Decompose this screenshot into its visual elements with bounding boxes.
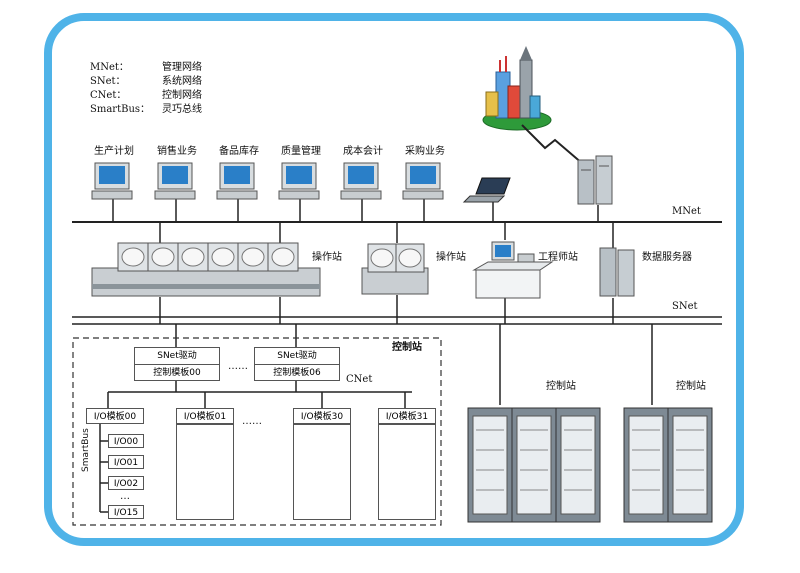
io-slot-01: I/O01 (108, 455, 144, 469)
terminal-label: 备品库存 (219, 146, 259, 157)
io-module-30-body (293, 424, 351, 520)
terminal-label: 质量管理 (281, 146, 321, 157)
operator-station-label-2: 操作站 (436, 252, 466, 263)
cnet-label: CNet (346, 374, 373, 385)
control-module-06: SNet驱动 控制模板06 (254, 347, 340, 381)
legend-value: 系统网络 (162, 76, 202, 87)
engineer-station-label: 工程师站 (538, 252, 578, 263)
io-module-00: I/O模板00 (86, 408, 144, 424)
io-module-30: I/O模板30 (293, 408, 351, 424)
control-station-boundary (72, 337, 442, 526)
laptop-icon (462, 177, 511, 203)
module-line: 控制模板06 (255, 364, 339, 381)
legend-key: MNet： (90, 62, 129, 73)
io-module-31-body (378, 424, 436, 520)
terminal-label: 销售业务 (157, 146, 197, 157)
legend-key: SNet： (90, 76, 126, 87)
terminal-label: 成本会计 (343, 146, 383, 157)
legend-cnet: CNet： 控制网络 (90, 86, 202, 101)
terminal-label: 采购业务 (405, 146, 445, 157)
cabinet-label-1: 控制站 (546, 381, 576, 392)
legend-key: CNet： (90, 90, 127, 101)
data-server-label: 数据服务器 (642, 252, 692, 263)
data-server-icon (599, 247, 635, 297)
driver-line: SNet驱动 (277, 351, 317, 361)
module-line: 控制模板00 (135, 364, 219, 381)
module-ellipsis: …… (228, 361, 248, 372)
wan-link-icon (521, 124, 591, 171)
operator-station-label-1: 操作站 (312, 252, 342, 263)
legend-snet: SNet： 系统网络 (90, 72, 202, 87)
io-module-01-body (176, 424, 234, 520)
legend-value: 控制网络 (162, 90, 202, 101)
terminal-label: 生产计划 (94, 146, 134, 157)
operator-console-small-icon (361, 243, 429, 295)
mnet-label: MNet (672, 206, 701, 217)
cabinet-label-2: 控制站 (676, 381, 706, 392)
legend-key: SmartBus： (90, 104, 151, 115)
control-station-title: 控制站 (392, 342, 422, 353)
control-cabinet-group-1-icon (467, 407, 601, 523)
control-cabinet-group-2-icon (623, 407, 713, 523)
io-slot-ellipsis: … (120, 491, 130, 502)
server-tower-icon (577, 155, 613, 205)
operator-console-large-icon (91, 242, 321, 297)
legend-mnet: MNet： 管理网络 (90, 58, 202, 73)
snet-label: SNet (672, 301, 698, 312)
smartbus-label: SmartBus (81, 428, 91, 472)
control-module-00: SNet驱动 控制模板00 (134, 347, 220, 381)
legend-smartbus: SmartBus： 灵巧总线 (90, 100, 202, 115)
io-module-31: I/O模板31 (378, 408, 436, 424)
legend-value: 灵巧总线 (162, 104, 202, 115)
engineer-workstation-icon (472, 241, 554, 299)
io-slot-00: I/O00 (108, 434, 144, 448)
io-slot-15: I/O15 (108, 505, 144, 519)
legend-value: 管理网络 (162, 62, 202, 73)
pc-icons (91, 162, 444, 200)
io-module-ellipsis: …… (242, 416, 262, 427)
io-slot-02: I/O02 (108, 476, 144, 490)
enterprise-building-icon (482, 46, 552, 131)
driver-line: SNet驱动 (157, 351, 197, 361)
io-module-01: I/O模板01 (176, 408, 234, 424)
